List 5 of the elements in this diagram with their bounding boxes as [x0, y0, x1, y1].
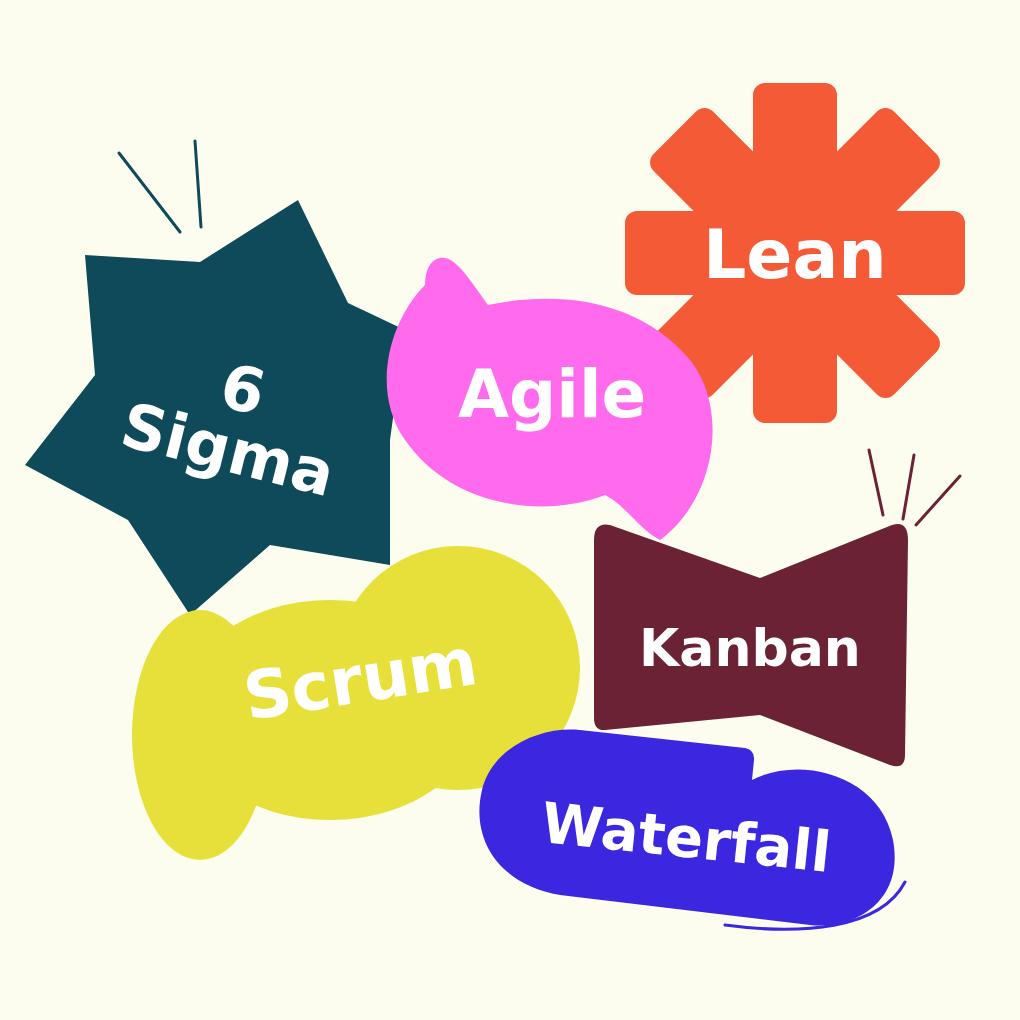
- method-name: Scrum: [238, 629, 482, 731]
- method-name: Kanban: [639, 622, 861, 674]
- method-name: Lean: [703, 221, 887, 289]
- method-name: 6 Sigma: [114, 347, 343, 507]
- method-name: Waterfall: [538, 794, 834, 882]
